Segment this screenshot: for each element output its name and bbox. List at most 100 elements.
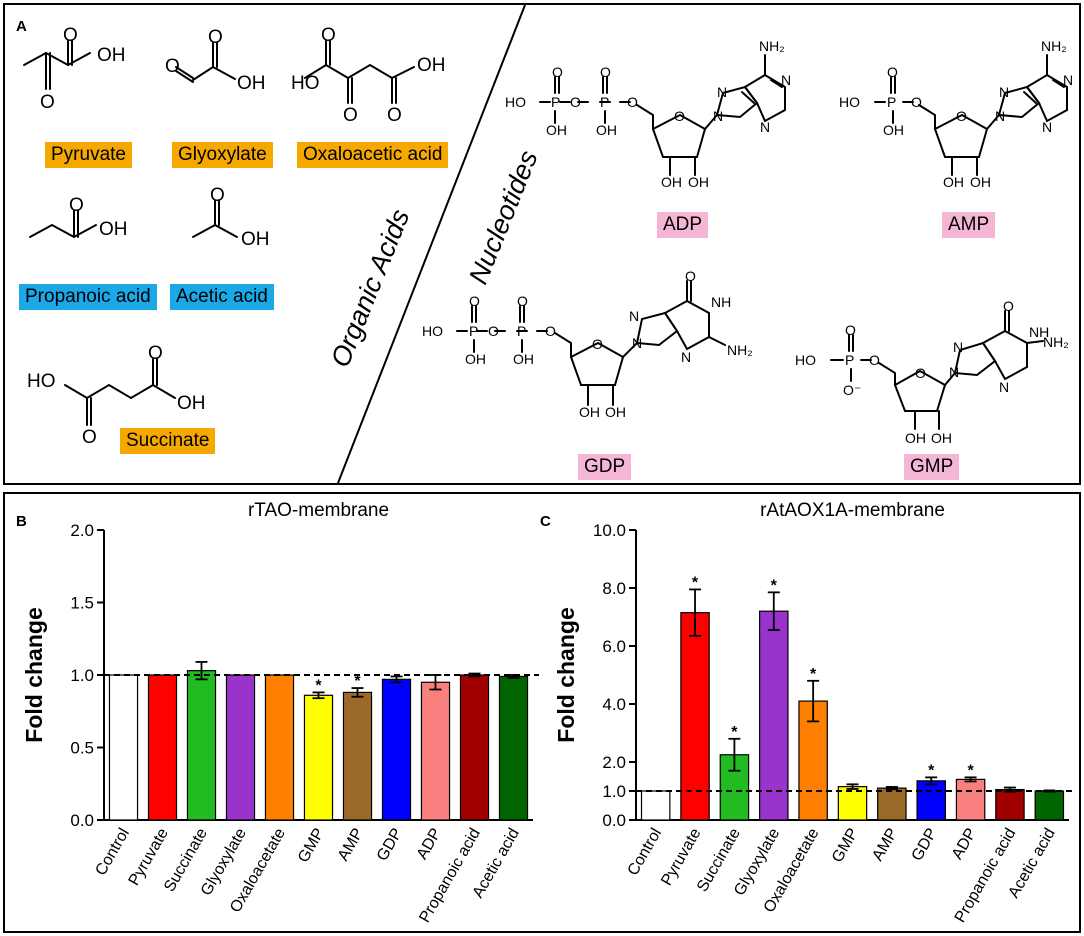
succinate-structure — [64, 358, 176, 426]
atom-label: OH — [241, 229, 270, 250]
label-glyoxylate: Glyoxylate — [172, 142, 273, 168]
atom-label: O — [887, 64, 898, 80]
label-oxaloacetic-acid: Oxaloacetic acid — [297, 142, 449, 168]
label-propanoic-acid: Propanoic acid — [19, 284, 157, 310]
gdp-structure — [456, 280, 726, 406]
atom-label: P — [600, 94, 609, 110]
atom-label: NH₂ — [727, 342, 753, 358]
significance-marker: * — [692, 574, 699, 591]
atom-label: OH — [605, 404, 626, 420]
atom-label: OH — [97, 45, 126, 66]
propanoic-structure — [29, 210, 97, 239]
atom-label: N — [632, 335, 642, 351]
atom-label: O — [517, 293, 528, 309]
bar — [303, 694, 334, 821]
bar — [108, 674, 139, 821]
y-tick-label: 1.0 — [602, 782, 626, 801]
y-axis-label: Fold change — [21, 607, 47, 742]
atom-label: N — [949, 364, 959, 380]
y-tick-label: 1.5 — [70, 594, 94, 613]
atom-label: O — [627, 94, 638, 110]
x-tick-label: GDP — [374, 826, 406, 865]
atom-label: HO — [505, 94, 526, 110]
atom-label: O — [845, 322, 856, 338]
bar — [995, 788, 1025, 821]
atom-label: O — [210, 185, 225, 206]
y-tick-label: 0.0 — [602, 811, 626, 830]
bar — [798, 700, 828, 821]
y-tick-label: 2.0 — [70, 521, 94, 540]
atom-label: O — [63, 25, 78, 46]
significance-marker: * — [731, 724, 738, 741]
atom-label: O — [321, 25, 336, 46]
label-adp: ADP — [657, 212, 709, 238]
atom-label: N — [995, 108, 1005, 124]
atom-label: HO — [422, 323, 443, 339]
gmp-structure — [830, 310, 1044, 430]
significance-marker: * — [354, 673, 361, 690]
chart-title: rTAO-membrane — [248, 500, 389, 521]
acetic-structure — [192, 200, 238, 238]
chart-title: rAtAOX1A-membrane — [760, 500, 945, 521]
label-gmp: GMP — [904, 454, 960, 480]
atom-label: OH — [417, 55, 446, 76]
label-gdp: GDP — [578, 454, 632, 480]
divider-line — [337, 5, 526, 483]
atom-label: N — [717, 84, 727, 100]
atom-label: OH — [177, 393, 206, 414]
atom-label: NH₂ — [1043, 334, 1069, 350]
bar — [342, 691, 373, 821]
atom-label: P — [469, 323, 478, 339]
atom-label: HO — [839, 94, 860, 110]
bar — [225, 674, 256, 821]
atom-label: P — [887, 94, 896, 110]
x-tick-label: GDP — [909, 826, 941, 865]
bar — [837, 786, 868, 821]
atom-label: HO — [291, 73, 320, 94]
atom-label: O — [69, 195, 84, 216]
atom-label: O — [674, 108, 685, 124]
x-tick-label: AMP — [869, 826, 901, 865]
atom-label: N — [760, 119, 770, 135]
atom-label: NH₂ — [759, 38, 785, 54]
y-tick-label: 10.0 — [593, 521, 626, 540]
atom-label: NH — [1029, 324, 1049, 340]
atom-label: N — [681, 349, 691, 365]
atom-label: OH — [661, 174, 682, 190]
atom-label: O — [592, 336, 603, 352]
atom-label: O — [208, 27, 223, 48]
atom-label: OH — [513, 351, 534, 367]
atom-label: N — [1063, 72, 1073, 88]
atom-label: OH — [970, 174, 991, 190]
atom-label: N — [713, 108, 723, 124]
atom-label: OH — [237, 73, 266, 94]
atom-label: N — [1042, 119, 1052, 135]
label-succinate: Succinate — [120, 428, 216, 454]
atom-label: N — [629, 308, 639, 324]
atom-label: N — [999, 379, 1009, 395]
x-tick-label: Control — [625, 826, 666, 879]
oxaloacetic-structure — [304, 40, 415, 104]
x-tick-label: Control — [92, 826, 133, 879]
panel-letter-c: C — [540, 513, 551, 530]
bar — [420, 681, 451, 821]
atom-label: N — [999, 84, 1009, 100]
atom-label: O — [82, 427, 97, 448]
atom-label: O — [343, 105, 358, 126]
panel-a-structures: A — [3, 3, 1081, 485]
atom-label: OH — [465, 351, 486, 367]
atom-label: OH — [596, 122, 617, 138]
x-tick-label: ADP — [414, 826, 445, 863]
atom-label: O — [869, 352, 880, 368]
atom-label: OH — [99, 219, 128, 240]
atom-label: NH — [711, 294, 731, 310]
atom-label: O — [570, 94, 581, 110]
bar — [264, 674, 295, 821]
bar — [680, 612, 710, 821]
x-tick-label: GMP — [295, 826, 328, 866]
bar — [381, 678, 412, 821]
atom-label: O — [40, 92, 55, 113]
bar — [147, 674, 178, 821]
y-tick-label: 1.0 — [70, 666, 94, 685]
